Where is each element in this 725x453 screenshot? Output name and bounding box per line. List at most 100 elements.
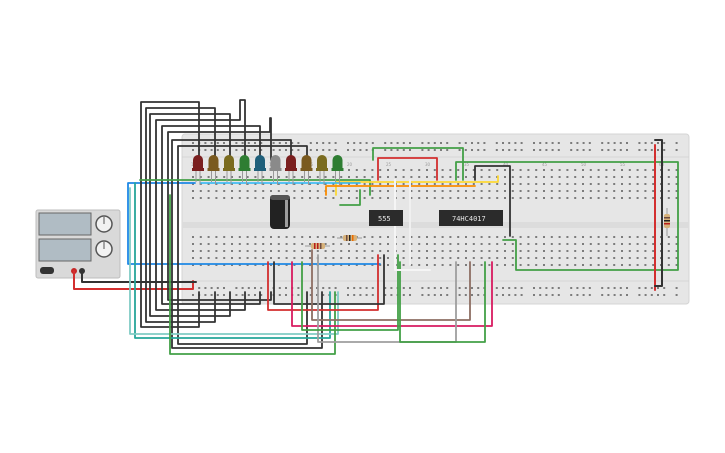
breadboard-hole[interactable]	[322, 142, 325, 144]
breadboard-hole[interactable]	[613, 257, 616, 259]
breadboard-hole[interactable]	[309, 264, 311, 266]
breadboard-hole[interactable]	[332, 176, 335, 178]
breadboard-hole[interactable]	[519, 264, 522, 266]
breadboard-hole[interactable]	[533, 294, 535, 296]
breadboard-hole[interactable]	[465, 250, 467, 252]
breadboard-hole[interactable]	[384, 287, 387, 289]
led[interactable]	[223, 155, 235, 185]
breadboard-hole[interactable]	[588, 149, 591, 151]
breadboard-hole[interactable]	[558, 236, 561, 238]
breadboard-hole[interactable]	[519, 236, 522, 238]
breadboard-hole[interactable]	[636, 243, 639, 245]
breadboard-hole[interactable]	[353, 294, 356, 296]
breadboard-hole[interactable]	[613, 142, 616, 144]
breadboard-hole[interactable]	[465, 236, 467, 238]
breadboard-hole[interactable]	[278, 142, 281, 144]
breadboard-hole[interactable]	[675, 250, 678, 252]
breadboard-hole[interactable]	[363, 176, 366, 178]
breadboard-hole[interactable]	[254, 236, 257, 238]
breadboard-hole[interactable]	[488, 264, 491, 266]
breadboard-hole[interactable]	[588, 142, 591, 144]
breadboard-hole[interactable]	[246, 176, 249, 178]
breadboard-hole[interactable]	[301, 197, 304, 199]
breadboard-hole[interactable]	[652, 243, 655, 245]
breadboard-hole[interactable]	[652, 197, 655, 199]
breadboard-hole[interactable]	[359, 294, 362, 296]
breadboard-hole[interactable]	[402, 236, 405, 238]
breadboard-hole[interactable]	[551, 142, 554, 144]
breadboard-hole[interactable]	[309, 149, 312, 151]
breadboard-hole[interactable]	[359, 149, 362, 151]
breadboard-hole[interactable]	[246, 250, 249, 252]
breadboard-hole[interactable]	[301, 257, 304, 259]
breadboard-hole[interactable]	[277, 243, 280, 245]
breadboard-hole[interactable]	[246, 183, 249, 185]
breadboard-hole[interactable]	[199, 250, 202, 252]
breadboard-hole[interactable]	[597, 197, 600, 199]
breadboard-hole[interactable]	[511, 264, 514, 266]
breadboard-hole[interactable]	[402, 287, 405, 289]
breadboard-hole[interactable]	[433, 183, 436, 185]
breadboard-hole[interactable]	[667, 183, 670, 185]
breadboard-hole[interactable]	[650, 287, 653, 289]
breadboard-hole[interactable]	[254, 250, 257, 252]
breadboard-hole[interactable]	[597, 264, 600, 266]
breadboard-hole[interactable]	[277, 190, 280, 192]
breadboard-hole[interactable]	[410, 183, 413, 185]
breadboard-hole[interactable]	[636, 190, 639, 192]
breadboard-hole[interactable]	[207, 183, 210, 185]
breadboard-hole[interactable]	[657, 287, 659, 289]
breadboard-hole[interactable]	[663, 294, 666, 296]
breadboard-hole[interactable]	[365, 142, 368, 144]
breadboard-hole[interactable]	[192, 264, 194, 266]
breadboard-hole[interactable]	[340, 236, 343, 238]
breadboard-hole[interactable]	[285, 287, 287, 289]
breadboard-hole[interactable]	[519, 176, 522, 178]
led-row[interactable]	[192, 155, 344, 185]
breadboard-hole[interactable]	[371, 183, 374, 185]
breadboard-hole[interactable]	[545, 287, 548, 289]
breadboard-hole[interactable]	[347, 142, 349, 144]
breadboard-hole[interactable]	[508, 149, 511, 151]
breadboard-hole[interactable]	[650, 149, 653, 151]
breadboard-hole[interactable]	[410, 169, 413, 171]
breadboard-hole[interactable]	[359, 142, 362, 144]
breadboard-hole[interactable]	[588, 287, 591, 289]
breadboard-hole[interactable]	[238, 264, 241, 266]
breadboard-hole[interactable]	[605, 176, 608, 178]
ic-555[interactable]: 555	[369, 210, 403, 226]
breadboard-hole[interactable]	[309, 294, 312, 296]
breadboard-hole[interactable]	[652, 169, 655, 171]
breadboard-hole[interactable]	[301, 183, 304, 185]
breadboard-hole[interactable]	[511, 197, 514, 199]
breadboard-hole[interactable]	[480, 257, 483, 259]
breadboard-hole[interactable]	[496, 257, 499, 259]
breadboard-hole[interactable]	[387, 250, 389, 252]
breadboard-hole[interactable]	[613, 190, 616, 192]
breadboard-hole[interactable]	[215, 257, 218, 259]
breadboard-hole[interactable]	[502, 142, 504, 144]
breadboard-hole[interactable]	[254, 142, 256, 144]
breadboard-hole[interactable]	[241, 149, 244, 151]
breadboard-hole[interactable]	[365, 287, 368, 289]
breadboard-hole[interactable]	[207, 250, 210, 252]
breadboard-hole[interactable]	[262, 250, 265, 252]
breadboard-hole[interactable]	[301, 176, 304, 178]
breadboard-hole[interactable]	[628, 197, 631, 199]
breadboard-hole[interactable]	[557, 294, 560, 296]
breadboard-hole[interactable]	[496, 264, 499, 266]
breadboard-hole[interactable]	[496, 250, 499, 252]
breadboard-hole[interactable]	[558, 243, 561, 245]
breadboard-hole[interactable]	[511, 250, 514, 252]
breadboard-hole[interactable]	[582, 257, 584, 259]
breadboard-hole[interactable]	[539, 287, 542, 289]
breadboard-hole[interactable]	[621, 236, 623, 238]
breadboard-hole[interactable]	[301, 250, 304, 252]
breadboard-hole[interactable]	[652, 236, 655, 238]
breadboard-hole[interactable]	[270, 176, 272, 178]
breadboard-hole[interactable]	[667, 257, 670, 259]
breadboard-hole[interactable]	[558, 169, 561, 171]
resistor-3[interactable]	[664, 208, 670, 236]
breadboard-hole[interactable]	[235, 287, 238, 289]
breadboard-hole[interactable]	[511, 257, 514, 259]
